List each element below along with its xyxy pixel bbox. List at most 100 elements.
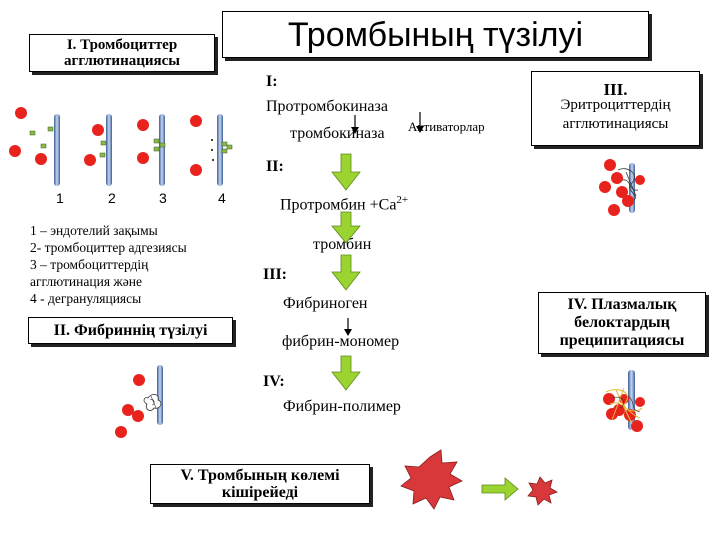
red-blood-cell: [604, 159, 616, 171]
section-4-line2: белоктардың: [574, 314, 670, 331]
red-blood-cell: [603, 393, 615, 405]
platelet: [99, 152, 106, 158]
green-arrow: [331, 211, 361, 244]
platelet-aggregate-detail: [149, 395, 157, 409]
green-arrow: [331, 153, 361, 191]
red-blood-cell: [190, 164, 202, 176]
large-clot-star: [400, 449, 463, 510]
platelet: [29, 130, 36, 136]
red-blood-cell: [622, 195, 634, 207]
section-5-line2: кішірейеді: [221, 484, 299, 501]
platelet: [221, 148, 228, 154]
platelet: [221, 141, 228, 147]
platelet: [47, 126, 54, 132]
activators-arrow-head: [416, 126, 424, 133]
section-1-line2: агглютинациясы: [64, 53, 180, 69]
red-blood-cell: [631, 420, 643, 432]
granule: [212, 159, 214, 161]
section-4-line3: преципитациясы: [559, 332, 685, 349]
section-3-line2: Эритроциттердің: [560, 96, 671, 113]
red-blood-cell: [92, 124, 104, 136]
legend-item: 4 - дегрануляциясы: [30, 291, 142, 306]
platelet: [100, 140, 107, 146]
prothrombinase-label: Протромбокиназа: [266, 98, 388, 115]
red-blood-cell: [635, 397, 645, 407]
fibrin-mesh: [617, 168, 639, 201]
red-blood-cell: [133, 374, 145, 386]
section-3-box: III. Эритроциттердің агглютинациясы: [531, 71, 700, 146]
red-blood-cell: [611, 172, 623, 184]
section-3-line3: агглютинациясы: [562, 115, 669, 132]
section-5-box: V. Тромбының көлемі кішірейеді: [150, 464, 370, 504]
vessel-wall: [106, 114, 112, 186]
fibrin-mesh: [605, 387, 643, 425]
stage-2-label: II:: [266, 158, 284, 175]
red-blood-cell: [624, 409, 636, 421]
vessel-wall: [157, 365, 163, 425]
red-blood-cell: [122, 404, 134, 416]
calcium-charge: 2+: [396, 194, 409, 206]
red-blood-cell: [115, 426, 127, 438]
green-arrow: [331, 355, 361, 391]
red-blood-cell: [635, 175, 645, 185]
fibrin-polymer-label: Фибрин-полимер: [283, 398, 401, 415]
platelet: [226, 144, 233, 150]
thin-arrow-head: [344, 329, 352, 336]
legend-item: 1 – эндотелий зақымы: [30, 223, 158, 238]
section-5-line1: V. Тромбының көлемі: [180, 467, 340, 484]
section-2-box: II. Фибриннің түзілуі: [28, 317, 233, 344]
red-blood-cell: [137, 152, 149, 164]
red-blood-cell: [190, 115, 202, 127]
granule: [211, 149, 213, 151]
prothrombin-label: Протромбин +Ca2+: [280, 194, 408, 214]
fibrin-monomer-label: фибрин-мономер: [282, 333, 400, 350]
platelet: [40, 143, 47, 149]
red-blood-cell: [137, 119, 149, 131]
vessel-wall: [54, 114, 60, 186]
stage-3-label: III:: [263, 266, 288, 283]
legend-item: агглютинация және: [30, 274, 142, 289]
legend-item: 3 – тромбоциттердің: [30, 257, 149, 272]
red-blood-cell: [9, 145, 21, 157]
platelet: [159, 142, 166, 148]
red-blood-cell: [15, 107, 27, 119]
section-3-line1: III.: [603, 79, 628, 99]
stage-4-label: IV:: [263, 373, 285, 390]
red-blood-cell: [35, 153, 47, 165]
step-number-4: 4: [218, 190, 226, 206]
thrombin-label: тромбин: [313, 236, 372, 253]
section-1-line1: I. Тромбоциттер: [66, 37, 178, 53]
red-blood-cell: [608, 204, 620, 216]
granule: [211, 139, 213, 141]
section-4-line1: IV. Плазмалық: [567, 296, 677, 313]
title-box: Тромбының түзілуі: [222, 11, 649, 58]
platelet-aggregate: [143, 394, 162, 411]
thrombokinase-label: тромбокиназа: [290, 125, 385, 142]
retraction-arrow: [481, 477, 519, 501]
fibrin-mesh-dark: [611, 395, 641, 413]
legend-item: 2- тромбоциттер адгезиясы: [30, 240, 187, 255]
section-2-label: II. Фибриннің түзілуі: [53, 321, 208, 339]
red-blood-cell: [599, 181, 611, 193]
legend: 1 – эндотелий зақымы 2- тромбоциттер адг…: [30, 222, 187, 307]
small-clot-star: [527, 476, 558, 506]
vessel-wall: [159, 114, 165, 186]
step-number-1: 1: [56, 190, 64, 206]
activators-label: Активаторлар: [408, 119, 485, 134]
green-arrow: [331, 254, 361, 291]
page-title: Тромбының түзілуі: [287, 15, 584, 54]
step-number-2: 2: [108, 190, 116, 206]
section-1-box: I. Тромбоциттер агглютинациясы: [29, 34, 215, 72]
vessel-wall: [217, 114, 223, 186]
platelet: [153, 138, 160, 144]
red-blood-cell: [132, 410, 144, 422]
platelet: [153, 146, 160, 152]
step-number-3: 3: [159, 190, 167, 206]
thin-arrow-head: [351, 127, 359, 134]
prothrombin-text: Протромбин +Ca: [280, 196, 397, 214]
red-blood-cell: [84, 154, 96, 166]
fibrinogen-label: Фибриноген: [283, 295, 368, 312]
section-4-box: IV. Плазмалық белоктардың преципитациясы: [538, 292, 706, 354]
red-blood-cell: [616, 186, 628, 198]
